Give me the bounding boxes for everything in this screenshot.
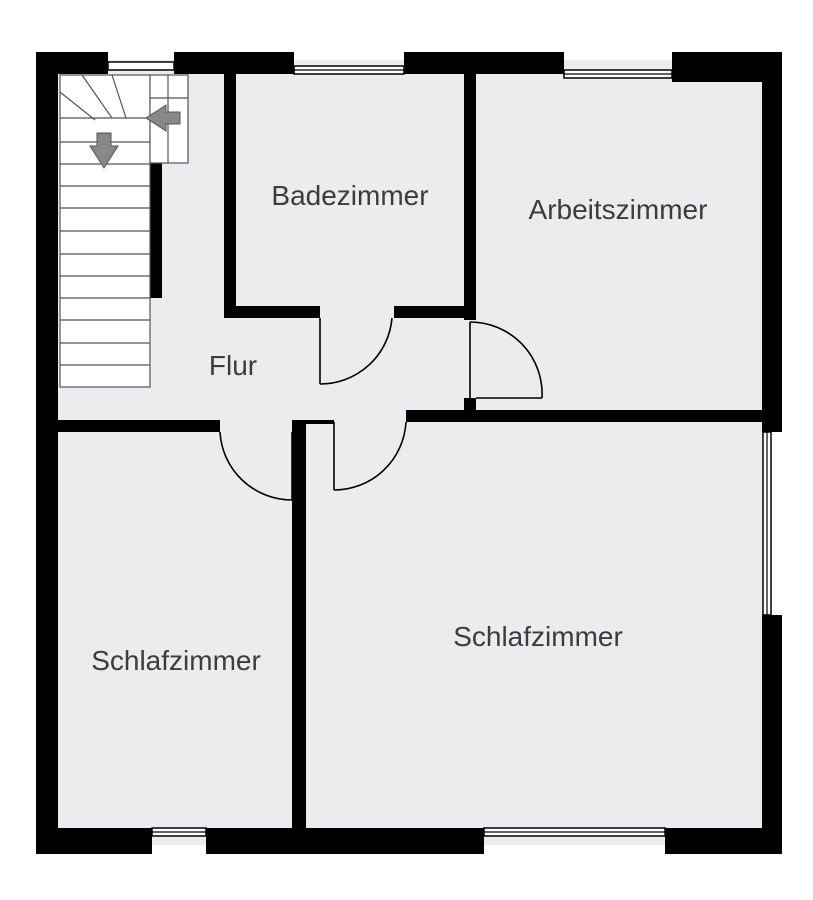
interior-walls [58,74,774,830]
floor-area [45,60,770,845]
wall-bottom-1 [36,828,152,854]
window-top-stairs [107,61,175,71]
wall-bottom-2 [206,828,484,854]
stair-down-arrow-icon [89,132,119,169]
door-bedroom-right [333,421,407,491]
room-label-schlafzimmer-right: Schlafzimmer [453,621,623,652]
door-bedroom-left [219,431,293,501]
wall-office-bottom [464,410,774,422]
room-label-schlafzimmer-left: Schlafzimmer [91,645,261,676]
outer-walls [36,52,782,854]
window-top-bath [293,65,405,75]
wall-bath-office [464,74,476,320]
wall-bottom-3 [665,828,782,854]
wall-bedroom-left-top [58,420,220,432]
staircase [59,74,189,388]
wall-left [36,52,58,854]
wall-bath-left [224,74,236,318]
wall-top-2 [174,52,294,74]
window-right-bedroom [762,431,772,616]
windows [107,61,772,837]
wall-stair-side [150,138,162,298]
wall-right-lower [762,615,782,854]
wall-bedroom-right-top [406,410,466,422]
window-bottom-left [151,827,207,837]
window-top-office [563,69,673,79]
room-label-flur: Flur [209,350,257,381]
room-label-arbeitszimmer: Arbeitszimmer [529,194,708,225]
stair-left-arrow-icon [145,104,181,132]
wall-bedroom-right-top-stub [306,420,334,424]
wall-right-upper [762,52,782,432]
room-label-badezimmer: Badezimmer [271,180,428,211]
wall-bedroom-divider [292,420,306,830]
door-office [469,321,543,400]
doors [219,317,543,501]
wall-bath-bottom-left [224,306,320,318]
door-bathroom [319,317,393,385]
wall-bath-bottom-right [394,306,476,318]
window-bottom-right [483,827,666,837]
wall-top-3 [404,52,564,74]
